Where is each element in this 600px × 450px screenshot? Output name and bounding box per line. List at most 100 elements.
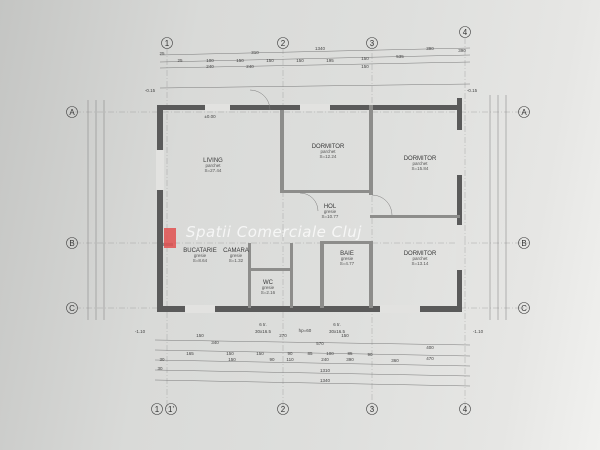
axis-bubble [459,26,471,38]
axis-bubble [459,403,471,415]
room-area: S=8.64 [193,258,208,263]
room-floor: parchet [412,256,428,261]
dimension-label: 100 [206,58,214,63]
room-labels: LIVINGparchetS=27.44DORMITORparchetS=12.… [183,144,437,295]
room-area: S=4.77 [340,261,355,266]
dimension-label: 400 [426,345,434,350]
axis-bubble [165,403,177,415]
stair-annotation: hp=60 [299,328,312,333]
dimension-label: 360 [391,358,399,363]
axis-bubble [277,403,289,415]
room-name: BUCATARIE [183,248,216,254]
level-annotation: -1.10 [473,329,484,334]
dimension-label: 100 [326,351,334,356]
room-name: DORMITOR [404,156,437,162]
room-name: HOL [324,204,337,210]
axis-bubble [161,37,173,49]
dimension-label: 240 [246,64,254,69]
room-floor: parchet [320,149,336,154]
room-floor: gresie [230,253,243,258]
stair-annotation: 6 tr. [259,322,267,327]
room-name: LIVING [203,158,223,164]
axis-bubble [518,106,530,118]
room-name: WC [263,280,274,286]
exterior-walls [156,98,464,313]
axis-bubble [66,106,78,118]
room-floor: gresie [341,256,354,261]
axis-bubble [66,237,78,249]
dimension-label: 270 [279,333,287,338]
dimension-label: 150 [226,351,234,356]
dimension-label: 535 [396,54,404,59]
axis-label: 3 [370,39,375,48]
dimension-label: 470 [426,356,434,361]
dimension-label: 390 [426,46,434,51]
dimension-label: 150 [196,333,204,338]
room-floor: gresie [324,209,337,214]
dimension-label: 195 [326,58,334,63]
dimension-label: 150 [296,58,304,63]
dimension-label: 30 [159,357,165,362]
axis-label: 2 [281,405,286,414]
interior-walls [163,89,460,308]
dimension-label: 90 [269,357,275,362]
stair-annotation: 6 tr. [333,322,341,327]
room-area: S=2.16 [261,290,276,295]
dimension-label: 110 [286,357,294,362]
axis-bubble [66,302,78,314]
room-area: S=27.44 [205,168,222,173]
level-annotation: ±0.00 [204,114,216,119]
room-name: CAMARA [223,248,249,254]
dimension-label: 25 [159,51,165,56]
axis-label: 4 [463,405,468,414]
axis-label: B [521,239,526,248]
axis-label: 1 [165,39,170,48]
axis-label: 4 [463,28,468,37]
watermark-logo [164,228,176,248]
room-floor: parchet [205,163,221,168]
dimension-label: 240 [206,64,214,69]
room-area: S=10.77 [322,214,339,219]
axis-label: 2 [281,39,286,48]
axis-label: 1' [168,405,174,414]
dimension-label: 1310 [320,368,331,373]
room-name: DORMITOR [312,144,345,150]
dimension-label: 1340 [320,378,331,383]
dimension-label: 165 [186,351,194,356]
axis-bubble [151,403,163,415]
axis-label: A [521,108,527,117]
axis-label: A [69,108,75,117]
room-floor: parchet [412,161,428,166]
room-floor: gresie [262,285,275,290]
watermark-text: Spatii Comerciale Cluj [186,223,362,241]
dimension-label: 150 [266,58,274,63]
room-area: S=15.84 [412,166,429,171]
dimension-label: 90 [367,352,373,357]
axis-bubble [518,237,530,249]
dimension-label: 85 [307,351,313,356]
dimension-label: 30 [157,366,163,371]
dimension-label: 150 [361,56,369,61]
dimension-label: 90 [287,351,293,356]
axis-bubble [518,302,530,314]
axis-bubble [366,403,378,415]
axis-label: C [69,304,75,313]
room-area: S=13.14 [412,261,429,266]
axis-label: 3 [370,405,375,414]
axis-label: B [69,239,74,248]
stair-annotation: 30x16.5 [255,329,272,334]
room-name: DORMITOR [404,251,437,257]
annotations: 6 tr.30x16.56 tr.30x16.5hp=60-0.15-0.15-… [135,88,484,334]
room-area: S=1.32 [229,258,244,263]
dimension-label: 150 [361,64,369,69]
dimension-label: 310 [251,50,259,55]
dimension-label: 85 [347,351,353,356]
dimension-lines [87,47,507,387]
dimension-label: 390 [458,48,466,53]
dimension-label: 150 [341,333,349,338]
room-floor: gresie [194,253,207,258]
level-annotation: -0.15 [467,88,478,93]
